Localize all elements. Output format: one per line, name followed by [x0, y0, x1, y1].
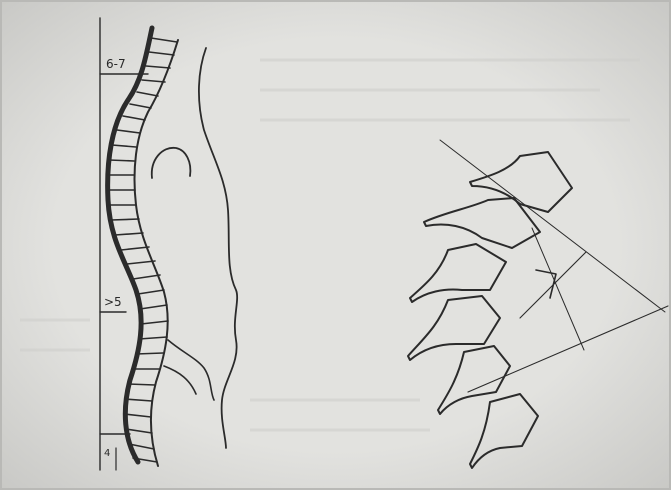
label-middle: >5: [104, 295, 122, 309]
label-top: 6-7: [106, 57, 126, 71]
label-bottom: 4: [104, 448, 110, 459]
